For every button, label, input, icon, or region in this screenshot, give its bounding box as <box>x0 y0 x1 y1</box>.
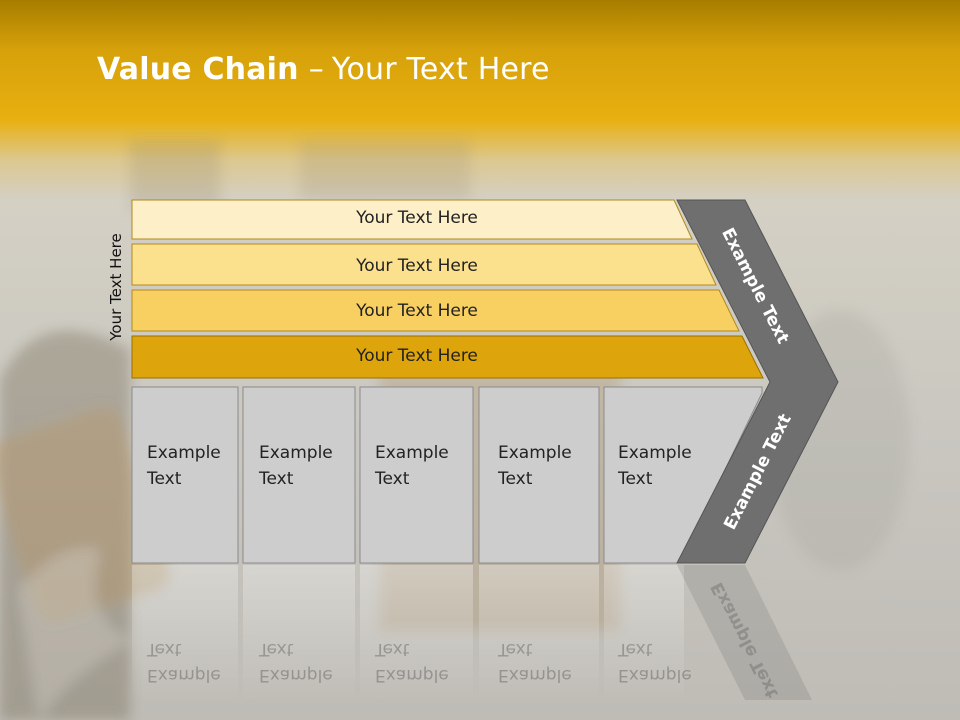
box-shape <box>478 386 600 564</box>
reflection <box>132 565 812 705</box>
title-rest: Your Text Here <box>331 52 550 87</box>
strip-label: Your Text Here <box>356 346 478 366</box>
box-label-reflection: Example Text <box>147 639 221 685</box>
strip-shape <box>131 289 740 332</box>
box-label: Example Text <box>147 443 221 489</box>
chevron-shape <box>676 199 839 564</box>
box-label-reflection: Example Text <box>618 639 692 685</box>
title-separator: – <box>308 52 324 87</box>
strip-shape <box>131 199 693 240</box>
box-label-reflection: Example Text <box>259 639 333 685</box>
box-label-reflection: Example Text <box>498 639 572 685</box>
strip-label: Your Text Here <box>356 256 478 276</box>
strip-label: Your Text Here <box>356 301 478 321</box>
box-label: Example Text <box>375 443 449 489</box>
title-bold: Value Chain <box>97 52 299 87</box>
box-label: Example Text <box>259 443 333 489</box>
strip-shape <box>131 243 717 286</box>
strip-label: Your Text Here <box>356 208 478 228</box>
box-shape <box>242 386 356 564</box>
box-shape <box>131 386 239 564</box>
box-label-reflection: Example Text <box>375 639 449 685</box>
box-label: Example Text <box>498 443 572 489</box>
box-shape <box>359 386 474 564</box>
page-title: Value Chain–Your Text Here <box>97 52 550 87</box>
strip-shape <box>131 335 764 379</box>
box-label: Example Text <box>618 443 692 489</box>
